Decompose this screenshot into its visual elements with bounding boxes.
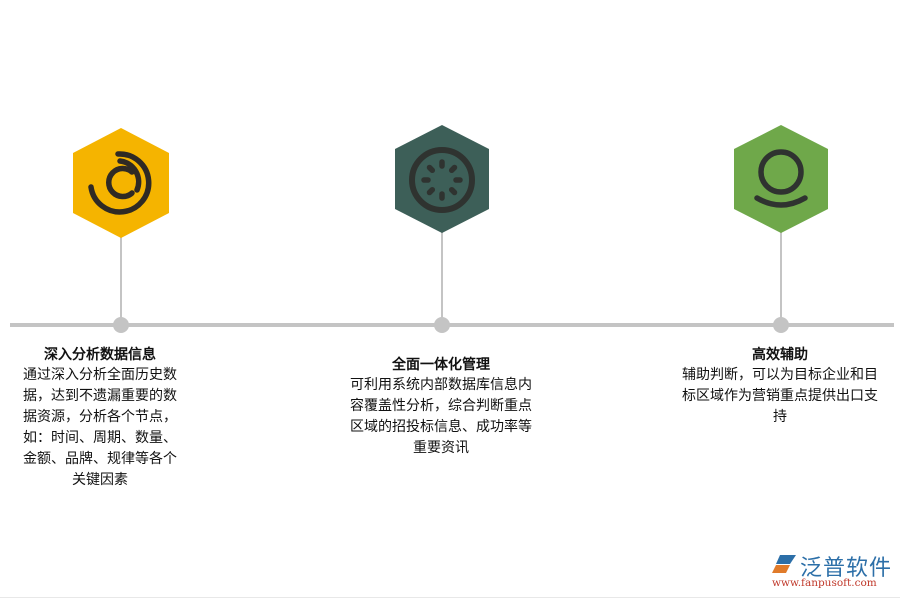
node-3-text: 高效辅助 辅助判断，可以为目标企业和目 标区域作为营销重点提供出口支 持 bbox=[660, 345, 900, 428]
node-1-line-6: 关键因素 bbox=[72, 472, 128, 488]
node-2-line-3: 区域的招投标信息、成功率等 bbox=[350, 419, 532, 435]
hexagon-node-3 bbox=[734, 125, 828, 233]
node-2-line-1: 可利用系统内部数据库信息内 bbox=[350, 377, 532, 393]
node-3-line-1: 辅助判断，可以为目标企业和目 bbox=[682, 367, 878, 383]
node-1-line-3: 据资源，分析各个节点， bbox=[23, 409, 177, 425]
logo-url: www.fanpusoft.com bbox=[772, 577, 877, 589]
timeline-axis bbox=[10, 323, 894, 327]
brand-logo: 泛普软件 www.fanpusoft.com bbox=[768, 550, 894, 594]
node-1-line-2: 据，达到不遗漏重要的数 bbox=[23, 388, 177, 404]
node-2-line-4: 重要资讯 bbox=[413, 440, 469, 456]
timeline-dot-3 bbox=[773, 317, 789, 333]
loading-dial-icon bbox=[409, 147, 475, 213]
connector-stem-2 bbox=[441, 232, 443, 324]
node-1-title: 深入分析数据信息 bbox=[44, 347, 156, 363]
node-1-line-1: 通过深入分析全面历史数 bbox=[23, 367, 177, 383]
connector-stem-1 bbox=[120, 236, 122, 324]
node-3-line-3: 持 bbox=[773, 409, 787, 425]
concentric-arcs-icon bbox=[88, 151, 152, 215]
hexagon-node-1 bbox=[73, 128, 169, 238]
connector-stem-3 bbox=[780, 232, 782, 324]
node-2-line-2: 容覆盖性分析，综合判断重点 bbox=[350, 398, 532, 414]
logo-mark-icon bbox=[772, 555, 796, 573]
hexagon-node-2 bbox=[395, 125, 489, 233]
node-2-text: 全面一体化管理 可利用系统内部数据库信息内 容覆盖性分析，综合判断重点 区域的招… bbox=[320, 355, 562, 459]
logo-name: 泛普软件 bbox=[800, 556, 893, 581]
node-2-title: 全面一体化管理 bbox=[392, 357, 490, 373]
bottom-divider bbox=[0, 597, 900, 598]
node-1-line-5: 金额、品牌、规律等各个 bbox=[23, 451, 177, 467]
circle-on-base-icon bbox=[754, 149, 808, 208]
node-1-line-4: 如：时间、周期、数量、 bbox=[23, 430, 177, 446]
node-3-title: 高效辅助 bbox=[752, 347, 808, 363]
timeline-dot-2 bbox=[434, 317, 450, 333]
timeline-dot-1 bbox=[113, 317, 129, 333]
node-1-text: 深入分析数据信息 通过深入分析全面历史数 据，达到不遗漏重要的数 据资源，分析各… bbox=[2, 345, 198, 491]
node-3-line-2: 标区域作为营销重点提供出口支 bbox=[682, 388, 878, 404]
